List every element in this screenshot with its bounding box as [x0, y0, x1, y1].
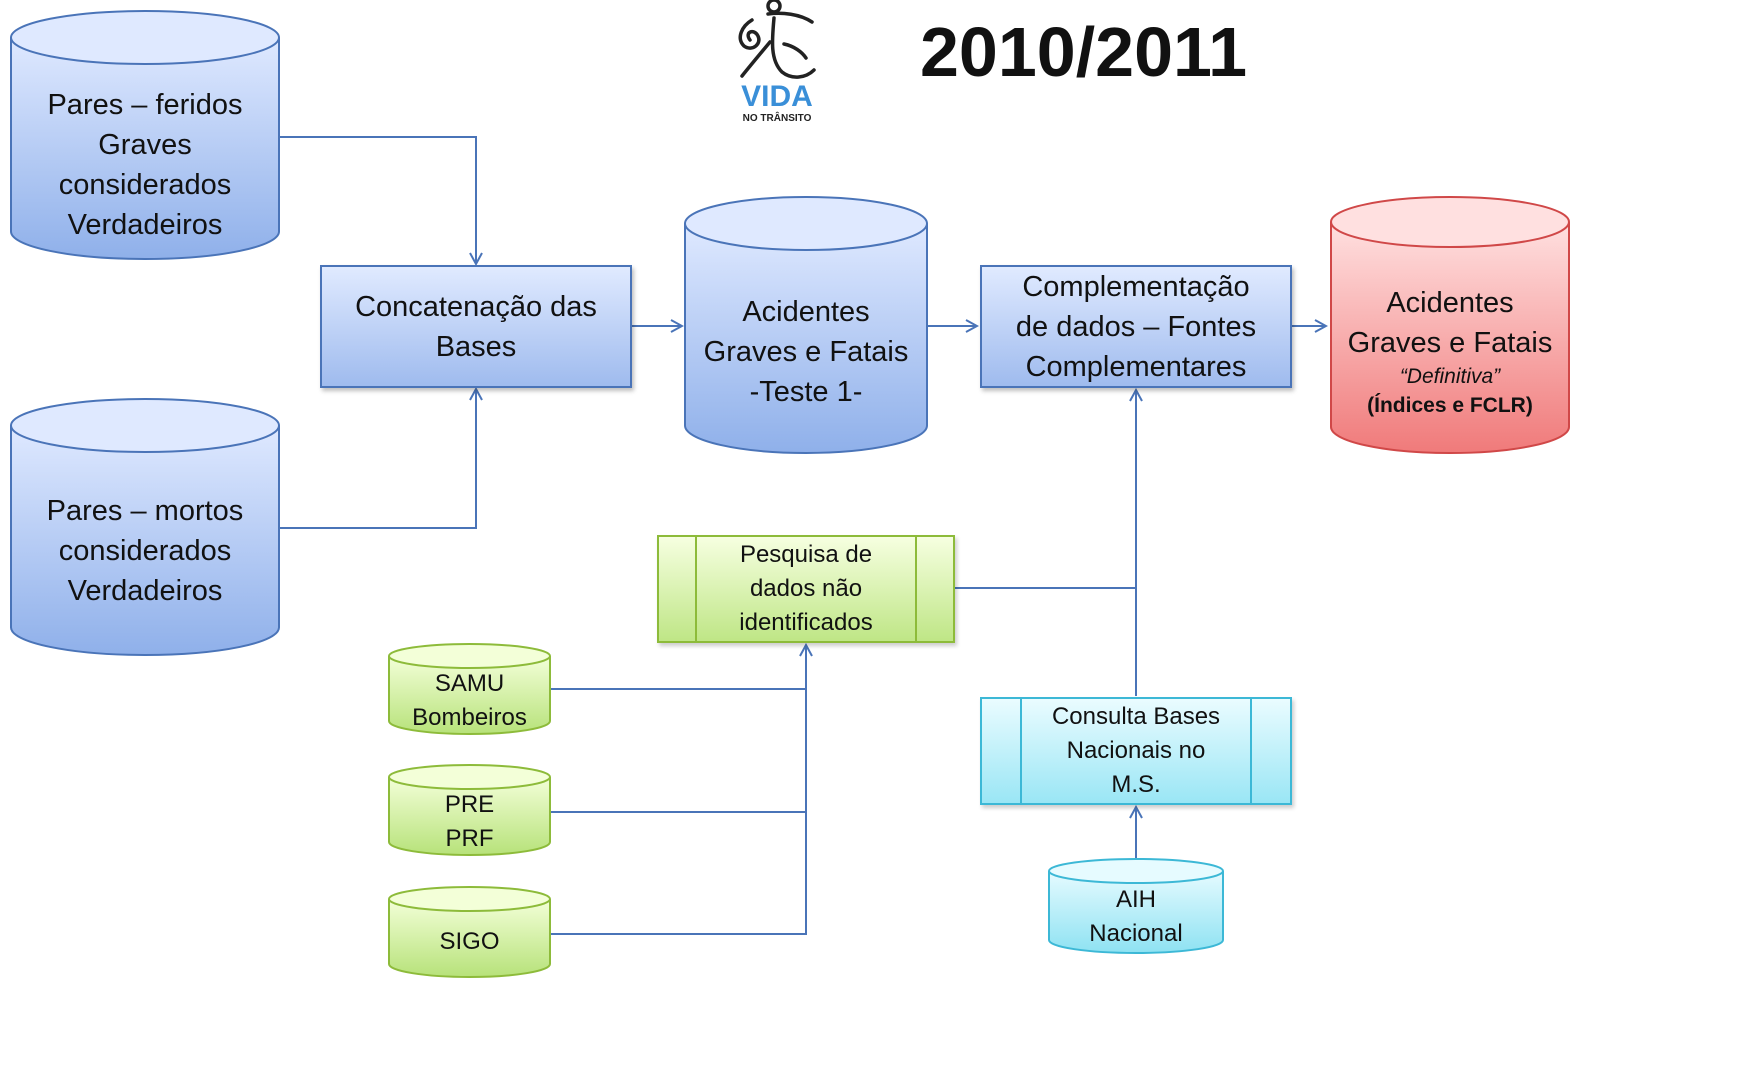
- pesquisa-line-1: Pesquisa de: [739, 541, 873, 568]
- cylinder-shape: [10, 398, 280, 656]
- edge-feridos-concat: [280, 136, 476, 264]
- teste-line-1: Acidentes: [742, 296, 870, 328]
- definitiva-line-1: Acidentes: [1386, 287, 1514, 319]
- cylinder-shape: [1048, 858, 1224, 954]
- cylinder-aih: AIH Nacional: [1048, 858, 1224, 954]
- cylinder-pre: PRE PRF: [388, 764, 551, 856]
- consulta-bar-right: [1250, 699, 1252, 803]
- edge-sigo-pesquisa: [551, 645, 806, 935]
- cylinder-definitiva: Acidentes Graves e Fatais “Definitiva” (…: [1330, 196, 1570, 454]
- aih-line-2: Nacional: [1089, 920, 1183, 947]
- mortos-line-2: considerados: [58, 535, 232, 567]
- definitiva-line-4: (Índices e FCLR): [1367, 394, 1533, 417]
- process-concatenacao: Concatenação das Bases: [320, 265, 632, 388]
- subprocess-consulta: Consulta Bases Nacionais no M.S.: [980, 697, 1292, 805]
- feridos-line-3: considerados: [58, 169, 232, 201]
- cylinder-shape: [684, 196, 928, 454]
- logo-sub: NO TRÂNSITO: [743, 111, 812, 124]
- mortos-line-3: Verdadeiros: [67, 575, 223, 607]
- pesquisa-bar-right: [915, 537, 917, 641]
- samu-line-1: SAMU: [434, 670, 505, 697]
- cylinder-shape: [388, 886, 551, 978]
- feridos-line-1: Pares – feridos: [47, 89, 243, 121]
- cylinder-mortos: Pares – mortos considerados Verdadeiros: [10, 398, 280, 656]
- concat-line-2: Bases: [435, 330, 517, 363]
- complement-line-1: Complementação: [1022, 270, 1250, 303]
- pesquisa-line-2: dados não: [749, 575, 863, 602]
- aih-line-1: AIH: [1115, 886, 1156, 913]
- process-complementacao: Complementação de dados – Fontes Complem…: [980, 265, 1292, 388]
- consulta-line-3: M.S.: [1111, 771, 1161, 798]
- samu-line-2: Bombeiros: [412, 704, 527, 731]
- complement-line-3: Complementares: [1025, 350, 1247, 383]
- cylinder-teste: Acidentes Graves e Fatais -Teste 1-: [684, 196, 928, 454]
- consulta-line-2: Nacionais no: [1066, 737, 1206, 764]
- logo-word: VIDA: [741, 80, 813, 113]
- cylinder-shape: [388, 764, 551, 856]
- definitiva-line-2: Graves e Fatais: [1347, 327, 1553, 359]
- complement-line-2: de dados – Fontes: [1015, 310, 1257, 343]
- pre-line-2: PRF: [445, 825, 494, 852]
- concat-line-1: Concatenação das: [355, 290, 597, 323]
- subprocess-pesquisa: Pesquisa de dados não identificados: [657, 535, 955, 643]
- cylinder-shape: [1330, 196, 1570, 454]
- page-title: 2010/2011: [920, 13, 1248, 91]
- consulta-bar-left: [1020, 699, 1022, 803]
- feridos-line-2: Graves: [98, 129, 192, 161]
- feridos-line-4: Verdadeiros: [67, 209, 223, 241]
- teste-line-3: -Teste 1-: [749, 376, 863, 408]
- definitiva-line-3: “Definitiva”: [1399, 365, 1501, 388]
- mortos-line-1: Pares – mortos: [46, 495, 244, 527]
- pre-line-1: PRE: [444, 791, 495, 818]
- cylinder-shape: [10, 10, 280, 260]
- vida-logo: VIDA NO TRÂNSITO: [738, 0, 816, 124]
- cylinder-sigo: SIGO: [388, 886, 551, 978]
- edge-mortos-concat: [280, 389, 476, 529]
- cylinder-shape: [388, 643, 551, 735]
- sigo-line-1: SIGO: [439, 928, 500, 955]
- pesquisa-bar-left: [695, 537, 697, 641]
- cylinder-feridos: Pares – feridos Graves considerados Verd…: [10, 10, 280, 260]
- cylinder-samu: SAMU Bombeiros: [388, 643, 551, 735]
- pesquisa-line-3: identificados: [739, 609, 873, 636]
- teste-line-2: Graves e Fatais: [703, 336, 909, 368]
- consulta-line-1: Consulta Bases: [1051, 703, 1221, 730]
